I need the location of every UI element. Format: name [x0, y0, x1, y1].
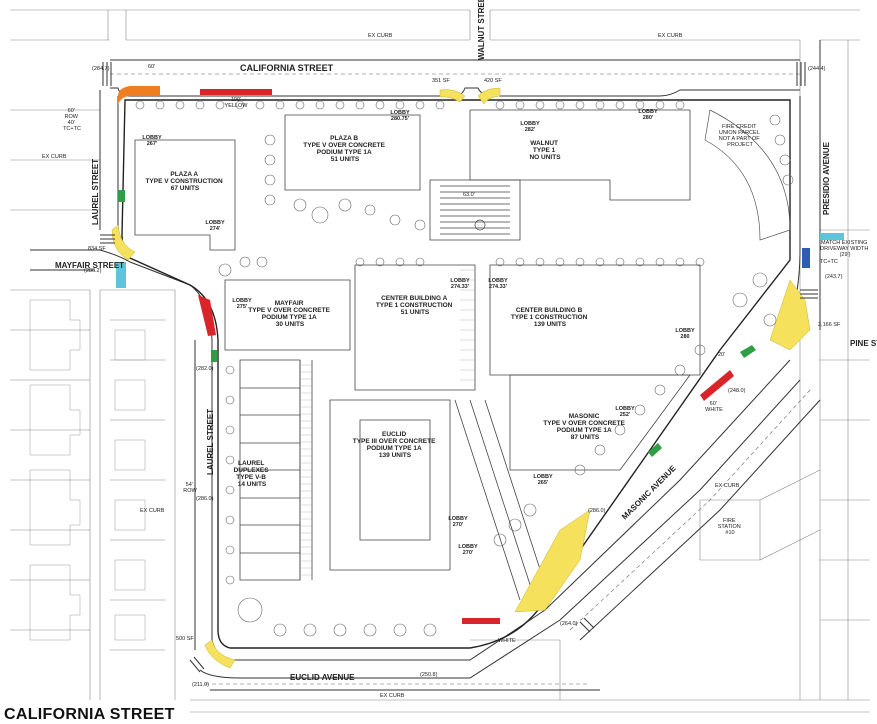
dim-60: 60'	[148, 64, 155, 70]
row-40-note: 60' ROW 40' TC+TC	[63, 108, 81, 132]
laurel-street-north-label: LAUREL STREET	[91, 159, 100, 225]
laurel-street-south-label: LAUREL STREET	[206, 409, 215, 475]
elev-2860: (286.0)	[196, 496, 214, 502]
row-54-note: 54' ROW	[183, 482, 197, 494]
yellow-zone-masonic-euclid	[514, 509, 591, 613]
building-label-plaza-b: PLAZA B TYPE V OVER CONCRETE PODIUM TYPE…	[303, 135, 386, 163]
masonic-centerline	[569, 389, 811, 631]
white-60-note: 60' WHITE	[705, 401, 723, 413]
building-label-plaza-a: PLAZA A TYPE V CONSTRUCTION 67 UNITS	[145, 171, 224, 192]
yellow-label: YELLOW	[225, 103, 249, 109]
elev-2437: (243.7)	[825, 274, 843, 280]
blue-zone-presidio	[802, 248, 810, 268]
red-zone-masonic	[700, 370, 734, 401]
california-street-label: CALIFORNIA STREET	[240, 63, 334, 73]
footer-street-title: CALIFORNIA STREET	[4, 706, 175, 723]
elev-2508: (250.8)	[420, 672, 438, 678]
tc-tc-label: TC+TC	[820, 259, 838, 265]
presidio-avenue-label: PRESIDIO AVENUE	[822, 141, 831, 215]
yellow-zone-california-east	[477, 87, 501, 105]
walnut-street-label: WALNUT STREET	[477, 0, 486, 60]
elev-2480: (248.0)	[728, 388, 746, 394]
west-neighborhood	[29, 299, 146, 641]
elev-2110: (211.0)	[192, 682, 209, 688]
yellow-zone-mayfair-corner	[111, 224, 136, 261]
red-zone-mayfair	[198, 295, 216, 336]
building-label-laurel-duplexes: LAUREL DUPLEXES TYPE V-B 14 UNITS	[234, 460, 271, 488]
walkway-hatching	[300, 269, 475, 576]
elev-2862: (286.2)	[84, 268, 102, 274]
yellow-100-dim: 100'	[231, 97, 241, 103]
red-zone-euclid	[462, 618, 500, 624]
ex-curb-left: EX CURB	[42, 154, 67, 160]
sf-420: 420 SF	[484, 78, 502, 84]
elev-2640: (264.0)	[560, 621, 578, 627]
landscape-trees	[135, 100, 794, 637]
crosswalks	[100, 62, 818, 673]
white-bottom-note: WHITE	[498, 638, 516, 644]
cyan-zone-presidio	[820, 233, 844, 240]
yellow-zone-euclid-laurel	[204, 639, 236, 669]
green-zone-masonic-south	[648, 443, 662, 457]
pine-street-label: PINE STREET	[850, 339, 877, 348]
green-zone-masonic-north	[740, 345, 756, 358]
ex-curb-top-center: EX CURB	[368, 33, 393, 39]
dim-20: 20'	[718, 352, 725, 358]
building-label-center-a: CENTER BUILDING A TYPE 1 CONSTRUCTION 51…	[376, 295, 454, 316]
annotations: EX CURB EX CURB EX CURB EX CURB EX CURB …	[42, 33, 870, 699]
sf-500: 500 SF	[176, 636, 194, 642]
green-zone-laurel-south	[211, 350, 217, 362]
green-zone-laurel-north	[118, 190, 125, 202]
dim-63: 63.0'	[463, 192, 475, 198]
elev-2847: (284.7)	[92, 66, 110, 72]
sf-834: 834 SF	[88, 246, 106, 252]
match-driveway-note: MATCH EXISTING DRIVEWAY WIDTH (29')	[820, 240, 870, 258]
elev-2444: (244.4)	[808, 66, 826, 72]
context-linework	[10, 9, 870, 713]
ex-curb-masonic: EX CURB	[715, 483, 740, 489]
mayfair-street-label: MAYFAIR STREET	[55, 261, 124, 270]
credit-union-parcel	[704, 109, 791, 241]
building-label-center-b: CENTER BUILDING B TYPE 1 CONSTRUCTION 13…	[511, 307, 589, 328]
elev-2860b: (286.0)	[588, 508, 606, 514]
sf-351: 351 SF	[432, 78, 450, 84]
building-label-masonic: MASONIC TYPE V OVER CONCRETE PODIUM TYPE…	[543, 413, 626, 441]
euclid-avenue-label: EUCLID AVENUE	[290, 673, 355, 682]
fire-credit-union-note: FIRE CREDIT UNION PARCEL NOT A PART OF P…	[719, 124, 761, 148]
sf-2166: 2,166 SF	[818, 322, 841, 328]
elev-2820: (282.0)	[196, 366, 214, 372]
building-label-mayfair: MAYFAIR TYPE V OVER CONCRETE PODIUM TYPE…	[248, 300, 331, 328]
ex-curb-top-right: EX CURB	[658, 33, 683, 39]
building-labels: PLAZA A TYPE V CONSTRUCTION 67 UNITS PLA…	[145, 135, 626, 488]
fire-station-note: FIRE STATION #10	[718, 518, 743, 536]
yellow-zone-california-west	[439, 89, 466, 103]
building-label-walnut: WALNUT TYPE 1 NO UNITS	[529, 140, 561, 161]
orange-curb-zone	[118, 86, 160, 104]
red-zone-california	[200, 89, 272, 95]
ex-curb-euclid: EX CURB	[380, 693, 405, 699]
ex-curb-left-south: EX CURB	[140, 508, 165, 514]
cyan-zone-mayfair	[116, 262, 126, 288]
courtyard-feature	[474, 219, 486, 231]
building-label-euclid: EUCLID TYPE III OVER CONCRETE PODIUM TYP…	[353, 431, 438, 459]
